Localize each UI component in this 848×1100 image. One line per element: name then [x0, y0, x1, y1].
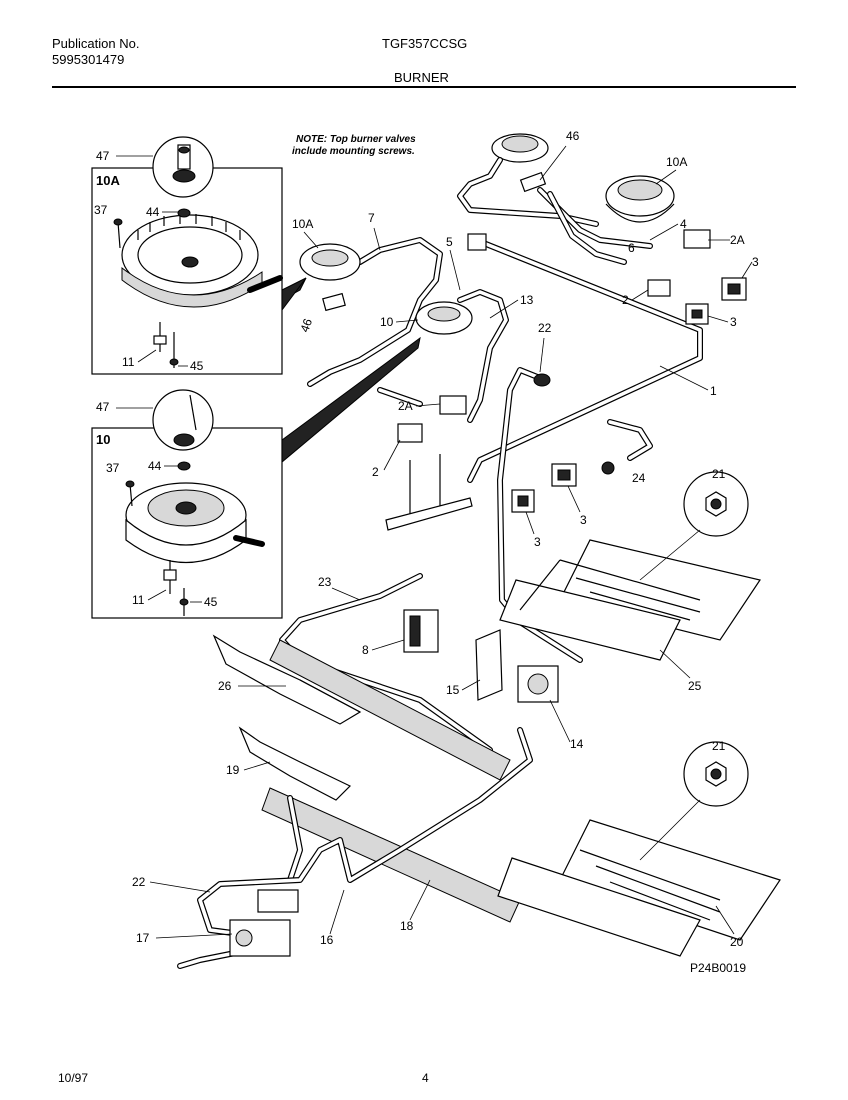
- callout-22-b: 22: [132, 875, 146, 889]
- burner-cap-10-icon: [173, 433, 195, 447]
- callout-11-top: 11: [122, 355, 135, 369]
- callout-1: 1: [710, 384, 717, 398]
- callout-18: 18: [400, 919, 414, 933]
- callout-10: 10: [380, 315, 394, 329]
- inset-10a-frame-label: 10A: [96, 173, 120, 188]
- bracket-46-icon: [519, 171, 547, 193]
- screw-37-icon: [113, 218, 123, 226]
- footer-page-number: 4: [422, 1071, 429, 1085]
- callout-20: 20: [730, 935, 744, 949]
- callout-3-d: 3: [580, 513, 587, 527]
- callout-46-b: 46: [297, 316, 315, 334]
- model-number: TGF357CCSG: [382, 36, 468, 51]
- screw-37b-icon: [125, 480, 135, 488]
- note-line-1: NOTE: Top burner valves: [296, 134, 416, 145]
- callout-19: 19: [226, 763, 240, 777]
- callout-3-c: 3: [534, 535, 541, 549]
- bracket-46b-icon: [322, 292, 346, 312]
- inset-10a: 10A 47 37 44 11 45: [91, 136, 307, 375]
- callout-6: 6: [628, 241, 635, 255]
- header-rule: [52, 86, 796, 88]
- burner-cap-icon: [172, 169, 196, 183]
- footer-date: 10/97: [58, 1071, 89, 1085]
- callout-4: 4: [680, 217, 687, 231]
- electrode-11-icon: [153, 335, 167, 345]
- callout-47-bottom: 47: [96, 400, 110, 414]
- inset-10-cap-circle: [152, 389, 214, 451]
- igniter-26-icon: [212, 634, 362, 725]
- callout-44-bottom: 44: [148, 459, 162, 473]
- electrode-11b-icon: [163, 569, 177, 581]
- note-line-2: include mounting screws.: [292, 146, 415, 157]
- burner-tube-20-icon: [559, 819, 781, 941]
- orifice-44-icon: [177, 208, 191, 218]
- section-title: BURNER: [394, 70, 449, 85]
- callout-3-a: 3: [752, 255, 759, 269]
- callout-44-top: 44: [146, 205, 160, 219]
- callout-2a-a: 2A: [730, 233, 745, 247]
- callout-47-top: 47: [96, 149, 110, 163]
- inset-10-pointer: [281, 336, 421, 464]
- callout-10a-b: 10A: [292, 217, 313, 231]
- main-callouts: 46 10A 4 6 2A 3 2 3 1 10A 7 5 46 10 13 2…: [132, 129, 759, 975]
- callout-15: 15: [446, 683, 460, 697]
- callout-21-b: 21: [712, 739, 726, 753]
- callout-10a-a: 10A: [666, 155, 687, 169]
- screw-45b-icon: [179, 598, 189, 606]
- callout-24: 24: [632, 471, 646, 485]
- bracket-15-icon: [475, 629, 503, 701]
- callout-23: 23: [318, 575, 332, 589]
- publication-number: 5995301479: [52, 52, 125, 67]
- publication-label: Publication No.: [52, 36, 140, 51]
- callout-17: 17: [136, 931, 150, 945]
- callout-45-bottom: 45: [204, 595, 218, 609]
- inset-10-frame-label: 10: [96, 432, 110, 447]
- callout-13: 13: [520, 293, 534, 307]
- callout-3-b: 3: [730, 315, 737, 329]
- callout-25: 25: [688, 679, 702, 693]
- broil-burner-icon: [269, 639, 511, 781]
- valve-2a-left-icon: [439, 395, 467, 415]
- drawing-number: P24B0019: [690, 961, 746, 975]
- callout-5: 5: [446, 235, 453, 249]
- callout-8: 8: [362, 643, 369, 657]
- callout-37-bottom: 37: [106, 461, 120, 475]
- orifice-44b-icon: [177, 461, 191, 471]
- burner-tube-25-icon: [559, 539, 761, 641]
- callout-16: 16: [320, 933, 334, 947]
- callout-2-b: 2: [372, 465, 379, 479]
- callout-26: 26: [218, 679, 232, 693]
- callout-11-bottom: 11: [132, 593, 145, 607]
- valve-2a-right-icon: [683, 229, 711, 249]
- valve-bracket-icon: [385, 497, 473, 531]
- callout-45-top: 45: [190, 359, 204, 373]
- callout-46-a: 46: [566, 129, 580, 143]
- valve-2-right-icon: [647, 279, 671, 297]
- callout-2a-b: 2A: [398, 399, 413, 413]
- callout-22-a: 22: [538, 321, 552, 335]
- inset-10: 10 47 37 44 11 45: [91, 336, 421, 619]
- igniter-19-icon: [238, 726, 352, 801]
- main-assembly: [177, 133, 781, 969]
- igniter-8-icon: [403, 609, 439, 653]
- callout-14: 14: [570, 737, 584, 751]
- callout-21-a: 21: [712, 467, 726, 481]
- screw-45-icon: [169, 358, 179, 366]
- callout-7: 7: [368, 211, 375, 225]
- valve-2-left-icon: [397, 423, 423, 443]
- callout-37-top: 37: [94, 203, 108, 217]
- callout-2-a: 2: [622, 293, 629, 307]
